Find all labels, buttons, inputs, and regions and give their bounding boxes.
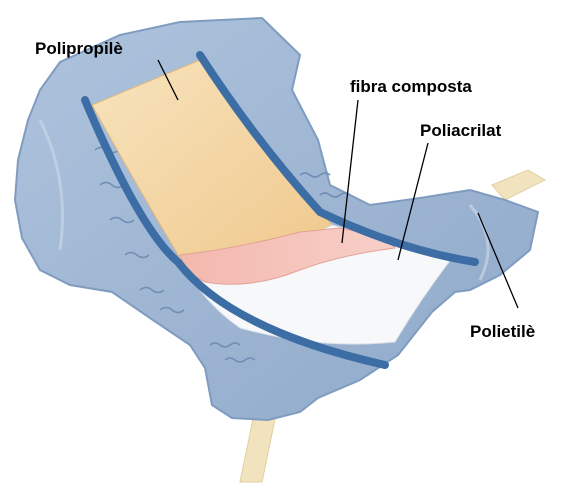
label-polyethylene: Polietilè bbox=[470, 322, 535, 341]
label-composite-fiber: fibra composta bbox=[350, 77, 472, 96]
label-polyacrylate: Poliacrilat bbox=[420, 121, 502, 140]
label-polypropylene: Polipropilè bbox=[35, 39, 123, 58]
right-tape bbox=[492, 170, 545, 200]
